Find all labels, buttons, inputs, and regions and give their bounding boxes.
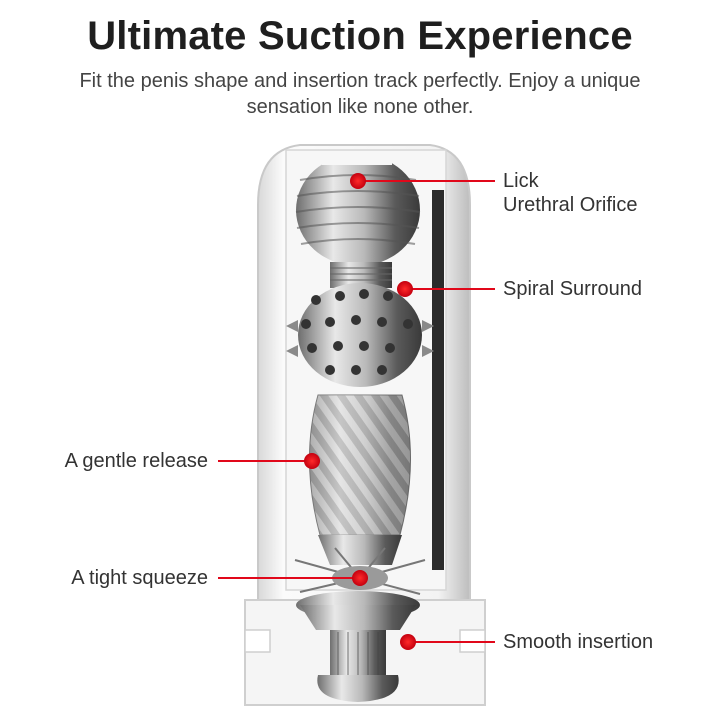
callout-label-squeeze: A tight squeeze bbox=[71, 567, 208, 589]
callout-dot-spiral bbox=[397, 281, 413, 297]
callout-dot-insertion bbox=[400, 634, 416, 650]
spiral-surround-section bbox=[286, 283, 434, 387]
callout-label-lick-line2: Urethral Orifice bbox=[503, 194, 638, 216]
callout-dot-release bbox=[304, 453, 320, 469]
page-subtitle: Fit the penis shape and insertion track … bbox=[79, 70, 641, 118]
smooth-insertion-section bbox=[296, 591, 420, 702]
callout-dot-squeeze bbox=[352, 570, 368, 586]
callout-label-lick-line1: Lick bbox=[503, 170, 539, 192]
callout-lines bbox=[218, 180, 495, 643]
callout-dot-lick bbox=[350, 173, 366, 189]
callout-label-spiral: Spiral Surround bbox=[503, 278, 642, 300]
page-title: Ultimate Suction Experience bbox=[87, 14, 633, 58]
callout-label-lick: Lick Urethral Orifice bbox=[503, 169, 637, 217]
gentle-release-section bbox=[309, 394, 411, 536]
callout-label-release: A gentle release bbox=[64, 450, 208, 472]
callout-label-insertion: Smooth insertion bbox=[503, 631, 654, 653]
